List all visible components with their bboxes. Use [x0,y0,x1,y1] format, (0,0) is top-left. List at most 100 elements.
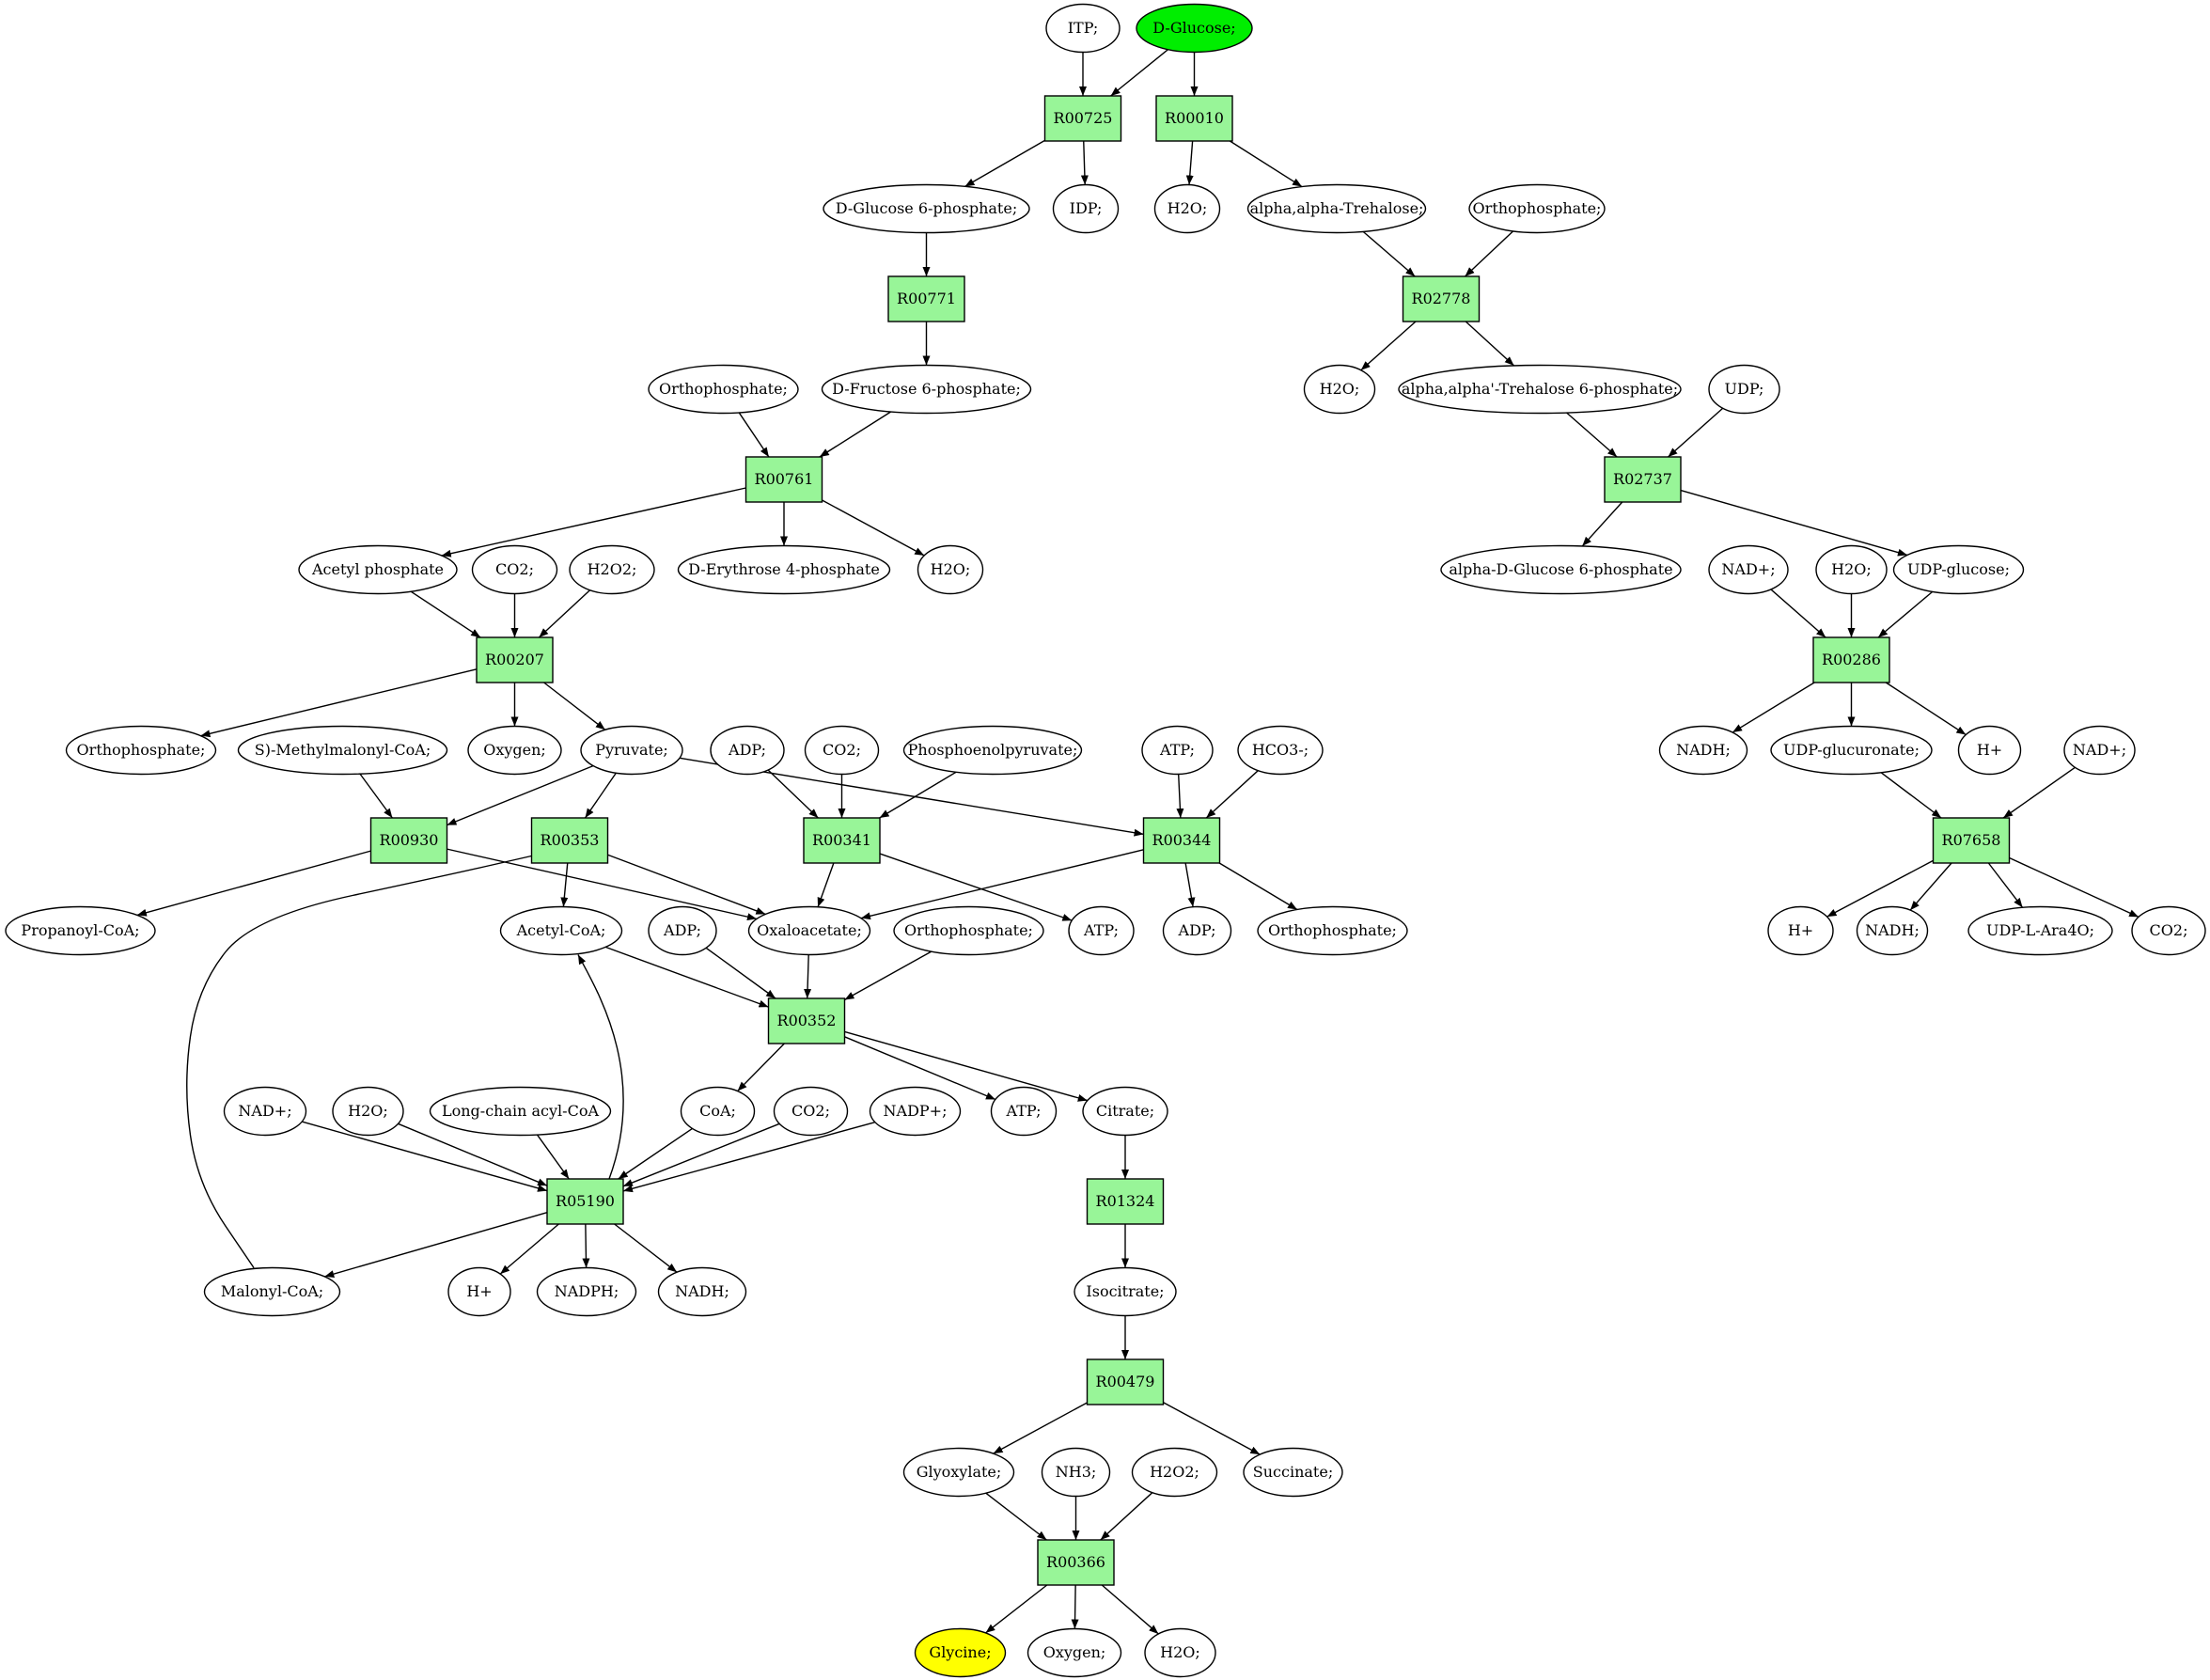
metabolite-node-tre6p[interactable]: alpha,alpha'-Trehalose 6-phosphate; [1398,364,1682,415]
reaction-node-r00761[interactable]: R00761 [745,456,823,503]
metabolite-node-oxygen-b[interactable]: Oxygen; [1027,1627,1122,1678]
edge-glyoxylate-to-r00366 [985,1492,1047,1541]
metabolite-node-df6p[interactable]: D-Fructose 6-phosphate; [821,364,1032,415]
metabolite-ellipse [1468,183,1606,234]
metabolite-node-orthophos-d[interactable]: Orthophosphate; [893,905,1044,956]
node-label: R00930 [380,831,439,849]
metabolite-node-acetylp[interactable]: Acetyl phosphate [298,544,458,595]
metabolite-node-dg6p[interactable]: D-Glucose 6-phosphate; [823,183,1030,234]
metabolite-node-succinate[interactable]: Succinate; [1243,1447,1343,1498]
metabolite-node-orthophos-e[interactable]: Orthophosphate; [1257,905,1408,956]
metabolite-node-smmcoa[interactable]: S)-Methylmalonyl-CoA; [237,725,448,776]
metabolite-node-udpara[interactable]: UDP-L-Ara4O; [1967,905,2113,956]
reaction-node-r02778[interactable]: R02778 [1402,275,1481,322]
metabolite-node-h2o-a[interactable]: H2O; [1153,183,1221,234]
metabolite-node-co2-a[interactable]: CO2; [471,544,558,595]
metabolite-node-citrate[interactable]: Citrate; [1082,1086,1168,1137]
node-label: R05190 [556,1192,615,1210]
edge-r00761-to-acetylp [441,487,746,557]
metabolite-ellipse [429,1086,612,1137]
metabolite-node-itp[interactable]: ITP; [1045,3,1121,54]
reaction-node-r00725[interactable]: R00725 [1043,95,1122,142]
edge-pyruvate-to-r00353 [584,772,617,819]
metabolite-node-nh3[interactable]: NH3; [1041,1447,1111,1498]
metabolite-node-orthophos-a[interactable]: Orthophosphate; [1468,183,1606,234]
metabolite-node-co2-d[interactable]: CO2; [773,1086,849,1137]
metabolite-node-lcacoa[interactable]: Long-chain acyl-CoA [429,1086,612,1137]
reaction-node-r05190[interactable]: R05190 [546,1178,624,1225]
reaction-node-r00286[interactable]: R00286 [1812,636,1890,683]
metabolite-node-h2o2-a[interactable]: H2O2; [569,544,655,595]
metabolite-node-h2o-f[interactable]: H2O; [1144,1627,1216,1678]
node-label: CoA; [699,1102,736,1120]
metabolite-node-atp-b[interactable]: ATP; [1068,905,1135,956]
edge-r00930-to-propcoa [136,850,371,917]
reaction-node-r07658[interactable]: R07658 [1932,817,2011,864]
metabolite-node-h2o-c[interactable]: H2O; [917,544,984,595]
metabolite-node-nadph[interactable]: NADPH; [536,1266,637,1317]
metabolite-node-glycine[interactable]: Glycine; [914,1627,1007,1678]
metabolite-node-hplus-b[interactable]: H+ [1767,905,1834,956]
metabolite-node-nadp-a[interactable]: NAD+; [1708,544,1789,595]
metabolite-node-udp[interactable]: UDP; [1708,364,1780,415]
metabolite-node-adp-a[interactable]: ADP; [710,725,785,776]
metabolite-ellipse [5,905,156,956]
metabolite-node-nadp-b[interactable]: NAD+; [2063,725,2136,776]
metabolite-node-coa[interactable]: CoA; [680,1086,756,1137]
metabolite-node-hco3[interactable]: HCO3-; [1237,725,1324,776]
reaction-node-r00010[interactable]: R00010 [1155,95,1233,142]
metabolite-node-nadh-a[interactable]: NADH; [1658,725,1748,776]
reaction-node-r00352[interactable]: R00352 [767,997,846,1044]
metabolite-node-glyoxylate[interactable]: Glyoxylate; [902,1447,1015,1498]
metabolite-node-h2o2-b[interactable]: H2O2; [1131,1447,1218,1498]
metabolite-node-trehalose[interactable]: alpha,alpha-Trehalose; [1246,183,1427,234]
metabolite-node-udpglc[interactable]: UDP-glucose; [1892,544,2025,595]
metabolite-node-orthophos-b[interactable]: Orthophosphate; [648,364,799,415]
reaction-node-r00341[interactable]: R00341 [803,817,881,864]
reaction-node-r01324[interactable]: R01324 [1086,1178,1165,1225]
reaction-node-r00344[interactable]: R00344 [1142,817,1221,864]
node-label: D-Fructose 6-phosphate; [832,380,1021,398]
edge-r00761-to-h2o-c [822,499,925,557]
metabolite-node-nadh-b[interactable]: NADH; [1856,905,1929,956]
edge-r00341-to-atp-b [879,853,1073,921]
metabolite-node-hplus-a[interactable]: H+ [1957,725,2022,776]
metabolite-node-adp-c[interactable]: ADP; [1162,905,1232,956]
metabolite-node-nadpplus[interactable]: NADP+; [869,1086,962,1137]
metabolite-node-h2o-e[interactable]: H2O; [332,1086,404,1137]
metabolite-node-co2-c[interactable]: CO2; [2131,905,2206,956]
metabolite-node-hplus-c[interactable]: H+ [447,1266,511,1317]
metabolite-node-atp-a[interactable]: ATP; [1141,725,1214,776]
metabolite-node-oxaloacetate[interactable]: Oxaloacetate; [747,905,871,956]
metabolite-node-nadp-c[interactable]: NAD+; [223,1086,307,1137]
metabolite-node-de4p[interactable]: D-Erythrose 4-phosphate [677,544,891,595]
metabolite-node-malonylcoa[interactable]: Malonyl-CoA; [203,1266,341,1317]
reaction-node-r00207[interactable]: R00207 [476,636,554,683]
node-label: Propanoyl-CoA; [21,921,139,939]
reaction-node-r02737[interactable]: R02737 [1604,456,1682,503]
metabolite-node-h2o-d[interactable]: H2O; [1815,544,1888,595]
reaction-node-r00479[interactable]: R00479 [1086,1358,1165,1405]
metabolite-node-udpglcur[interactable]: UDP-glucuronate; [1770,725,1933,776]
metabolite-node-oxygen-a[interactable]: Oxygen; [467,725,562,776]
metabolite-node-co2-b[interactable]: CO2; [804,725,880,776]
metabolite-node-adp-b[interactable]: ADP; [648,905,717,956]
metabolite-node-acetylcoa[interactable]: Acetyl-CoA; [499,905,623,956]
node-label: Citrate; [1096,1102,1154,1120]
metabolite-node-orthophos-c[interactable]: Orthophosphate; [65,725,217,776]
metabolite-node-isocitrate[interactable]: Isocitrate; [1074,1266,1177,1317]
metabolite-node-pep[interactable]: Phosphoenolpyruvate; [902,725,1083,776]
reaction-node-r00353[interactable]: R00353 [530,817,609,864]
metabolite-node-nadh-c[interactable]: NADH; [657,1266,747,1317]
metabolite-node-atp-c[interactable]: ATP; [990,1086,1058,1137]
reaction-node-r00366[interactable]: R00366 [1037,1539,1115,1586]
node-label: CO2; [495,560,534,578]
metabolite-node-idp[interactable]: IDP; [1052,183,1120,234]
metabolite-node-pyruvate[interactable]: Pyruvate; [580,725,683,776]
metabolite-node-adg6p[interactable]: alpha-D-Glucose 6-phosphate [1440,544,1682,595]
metabolite-node-propcoa[interactable]: Propanoyl-CoA; [5,905,156,956]
reaction-node-r00930[interactable]: R00930 [369,817,448,864]
metabolite-node-h2o-b[interactable]: H2O; [1303,364,1376,415]
metabolite-node-dglucose[interactable]: D-Glucose; [1136,3,1253,54]
reaction-node-r00771[interactable]: R00771 [887,275,965,322]
